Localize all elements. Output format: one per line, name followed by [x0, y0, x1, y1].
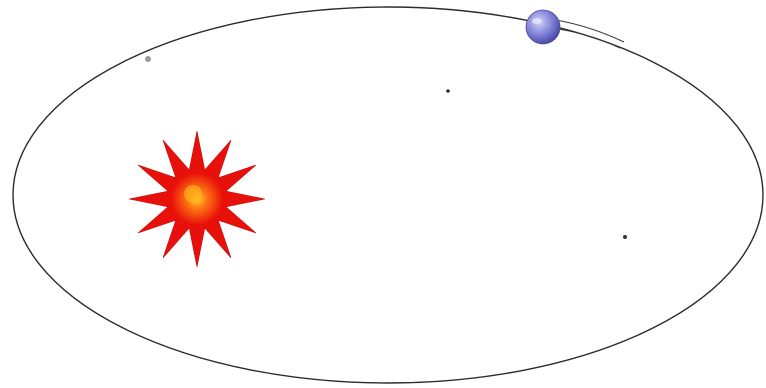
motion-trail-line — [556, 20, 624, 42]
orbit-ellipse — [13, 7, 763, 383]
dot-right — [623, 235, 627, 239]
planet-icon — [526, 10, 624, 48]
dot-upper-left — [145, 56, 151, 62]
dot-center — [446, 89, 450, 93]
motion-trail-line — [558, 29, 620, 48]
sun-icon — [129, 131, 265, 267]
